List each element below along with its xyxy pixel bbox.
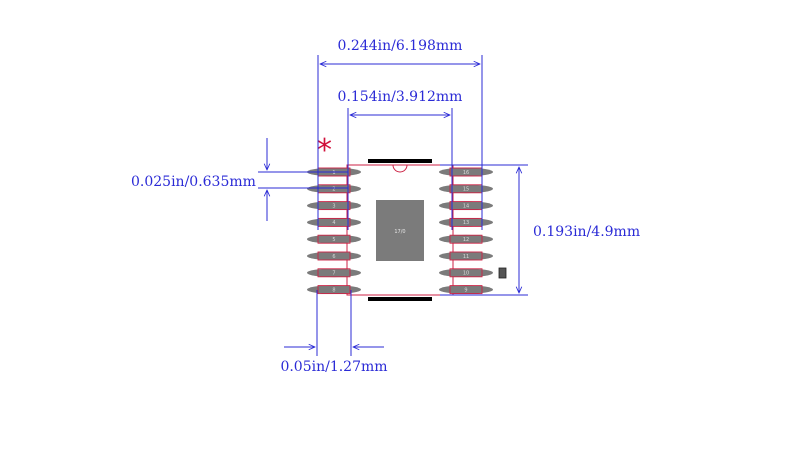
pin-pad-shape [307, 234, 361, 244]
pin-pad-outline [449, 251, 483, 261]
pin-pad-outline [317, 251, 351, 261]
pin-pad-shape [439, 251, 493, 261]
pin-number: 14 [463, 203, 469, 209]
pin-number: 1 [332, 170, 335, 176]
left-pin-3: 3 [307, 201, 361, 211]
right-pin-12: 12 [439, 234, 493, 244]
pin-number: 8 [332, 287, 335, 293]
right-pin-16: 16 [439, 167, 493, 177]
silkscreen-bottom-bar [368, 297, 432, 301]
pin-number: 6 [332, 254, 335, 260]
pin-number: 10 [463, 271, 469, 277]
pin-pad-shape [307, 268, 361, 278]
pin-pad-shape [439, 268, 493, 278]
dimension-body-width [347, 108, 453, 230]
body-width-label: 0.154in/3.912mm [338, 89, 463, 105]
dimension-overall-width [317, 55, 483, 230]
pin-pad-shape [439, 285, 493, 294]
right-pin-10: 10 [439, 268, 493, 278]
fiducial-mark [498, 267, 507, 279]
body-outline [346, 164, 454, 296]
dimension-pitch [258, 138, 348, 221]
pin-pad-outline [449, 234, 483, 244]
right-pin-14: 14 [439, 201, 493, 211]
pin-pad-shape [307, 285, 361, 294]
dimension-body-length [440, 164, 528, 296]
pin1-marker: * [317, 133, 332, 168]
pin-number: 7 [332, 271, 335, 277]
silkscreen-top-bar [368, 159, 432, 163]
pin-number: 2 [332, 187, 335, 193]
left-pin-8: 8 [307, 285, 361, 295]
right-pin-9: 9 [439, 285, 493, 295]
left-pin-7: 7 [307, 268, 361, 278]
pin-number: 16 [463, 170, 469, 176]
pin-number: 15 [463, 187, 469, 193]
pin-pad-outline [449, 285, 483, 295]
left-pin-6: 6 [307, 251, 361, 261]
pin-pad-outline [317, 285, 351, 295]
pin-pad-shape [439, 234, 493, 244]
pin-number: 11 [463, 254, 469, 260]
pin-number: 3 [332, 203, 335, 209]
pin-pad-outline [317, 268, 351, 278]
pad-width-label: 0.05in/1.27mm [280, 359, 387, 375]
body-length-label: 0.193in/4.9mm [533, 224, 640, 240]
pitch-label: 0.025in/0.635mm [131, 174, 256, 190]
thermal-pad-label: 17/0 [394, 229, 405, 235]
pin1-notch [392, 164, 408, 173]
dimension-pad-width [284, 290, 384, 356]
pin-number: 12 [463, 237, 469, 243]
left-pin-4: 4 [307, 217, 361, 227]
pin-number: 4 [332, 220, 335, 226]
pin-number: 9 [464, 287, 467, 293]
left-pin-2: 2 [307, 184, 361, 194]
right-pin-13: 13 [439, 217, 493, 227]
right-pin-11: 11 [439, 251, 493, 261]
pin-number: 13 [463, 220, 469, 226]
pin-pad-outline [449, 268, 483, 278]
pin-number: 5 [332, 237, 335, 243]
thermal-pad [376, 200, 424, 261]
overall-width-label: 0.244in/6.198mm [338, 38, 463, 54]
right-pin-15: 15 [439, 184, 493, 194]
left-pin-5: 5 [307, 234, 361, 244]
pin-pad-shape [307, 251, 361, 261]
pin-pad-outline [317, 234, 351, 244]
